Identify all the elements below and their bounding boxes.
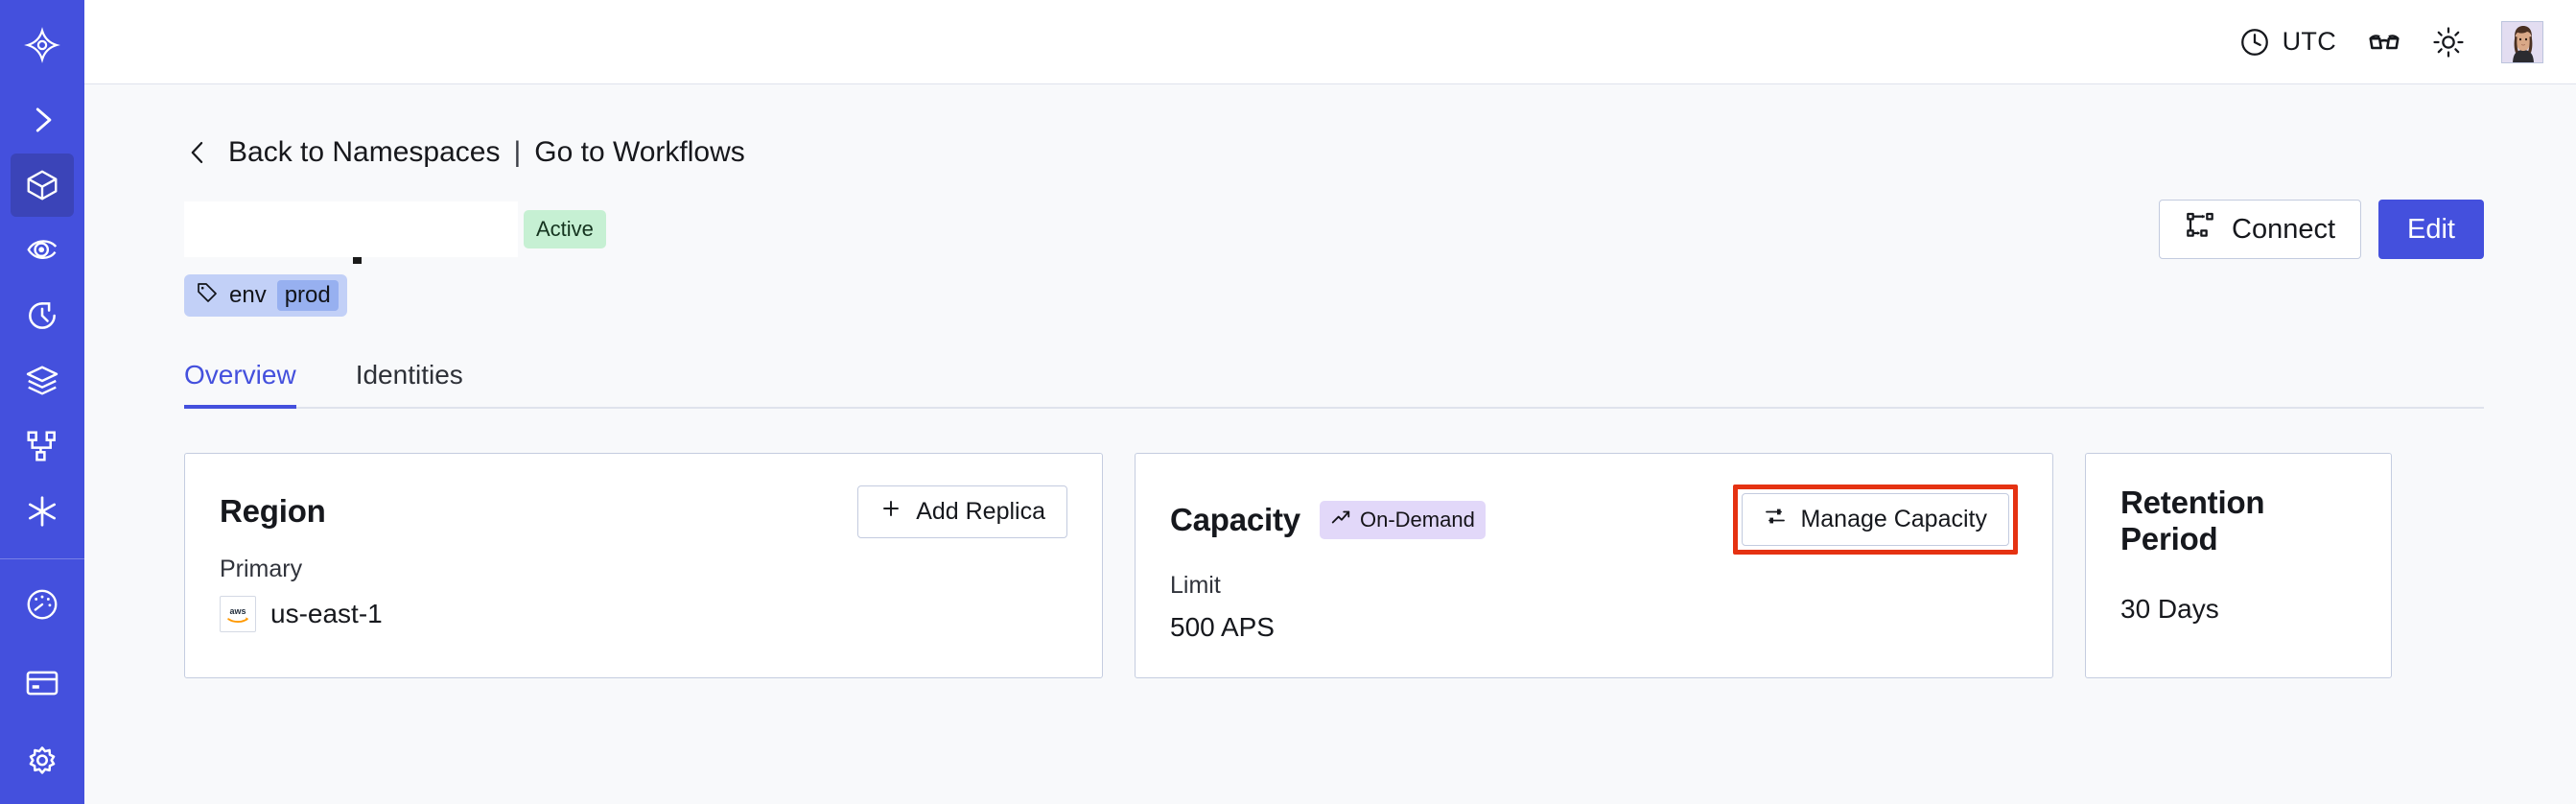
tag-icon bbox=[196, 281, 219, 311]
region-primary-value-row: aws us-east-1 bbox=[220, 596, 1067, 632]
layers-icon bbox=[24, 363, 60, 399]
glasses-icon bbox=[2367, 25, 2401, 59]
sidebar-item-workflows[interactable] bbox=[11, 414, 74, 478]
breadcrumb-separator: | bbox=[513, 136, 522, 168]
sidebar-item-layers[interactable] bbox=[11, 349, 74, 413]
asterisk-icon bbox=[24, 493, 60, 530]
timezone-label: UTC bbox=[2282, 27, 2336, 56]
sliders-icon bbox=[1764, 505, 1787, 534]
manage-capacity-label: Manage Capacity bbox=[1800, 506, 1987, 532]
capacity-mode-badge: On-Demand bbox=[1319, 500, 1486, 539]
sun-icon bbox=[2432, 26, 2465, 59]
aws-logo-icon: aws bbox=[220, 596, 256, 632]
theme-toggle-button[interactable] bbox=[2417, 16, 2480, 68]
sidebar-item-logo[interactable] bbox=[11, 13, 74, 77]
credit-card-icon bbox=[24, 665, 60, 701]
gauge-icon bbox=[24, 586, 60, 623]
clock-icon bbox=[2238, 26, 2271, 59]
connect-button[interactable]: Connect bbox=[2159, 200, 2362, 259]
retention-card-title: Retention Period bbox=[2120, 485, 2265, 556]
sidebar-item-expand[interactable] bbox=[11, 88, 74, 152]
eye-spiral-icon bbox=[24, 232, 60, 269]
top-bar: UTC bbox=[84, 0, 2576, 84]
capacity-limit-label: Limit bbox=[1170, 572, 1221, 599]
gear-icon bbox=[24, 744, 60, 780]
avatar[interactable] bbox=[2501, 20, 2543, 63]
clock-rewind-icon bbox=[24, 297, 60, 334]
manage-capacity-highlight: Manage Capacity bbox=[1733, 485, 2018, 555]
reading-mode-button[interactable] bbox=[2352, 15, 2417, 69]
region-primary-value: us-east-1 bbox=[270, 599, 383, 628]
region-card: Region Add Replica Prima bbox=[184, 453, 1103, 678]
namespace-tag[interactable]: env prod bbox=[184, 274, 347, 317]
overview-cards: Region Add Replica Prima bbox=[184, 453, 2484, 678]
retention-card-header: Retention Period bbox=[2120, 485, 2356, 557]
sidebar-item-namespaces[interactable] bbox=[11, 154, 74, 217]
plus-icon bbox=[879, 497, 902, 527]
tab-bar: Overview Identities bbox=[184, 360, 2484, 409]
add-replica-label: Add Replica bbox=[916, 497, 1045, 525]
breadcrumb-workflows-link[interactable]: Go to Workflows bbox=[534, 136, 745, 168]
edit-button[interactable]: Edit bbox=[2378, 200, 2484, 259]
region-card-header: Region Add Replica bbox=[220, 485, 1067, 538]
region-card-title: Region bbox=[220, 493, 326, 529]
capacity-card: Capacity On-Demand bbox=[1135, 453, 2053, 678]
page-content: Back to Namespaces | Go to Workflows Act… bbox=[84, 84, 2576, 804]
status-badge: Active bbox=[524, 210, 606, 248]
sidebar-item-history[interactable] bbox=[11, 284, 74, 347]
sidebar-divider-1 bbox=[0, 558, 84, 559]
namespace-header: Active bbox=[184, 200, 2484, 264]
retention-card: Retention Period 30 Days bbox=[2085, 453, 2392, 678]
timezone-selector[interactable]: UTC bbox=[2223, 16, 2352, 68]
primary-sidebar bbox=[0, 0, 84, 804]
breadcrumb: Back to Namespaces | Go to Workflows bbox=[184, 136, 2484, 169]
chevron-left-icon[interactable] bbox=[184, 137, 211, 168]
add-replica-button[interactable]: Add Replica bbox=[857, 485, 1067, 538]
connect-button-label: Connect bbox=[2232, 213, 2336, 245]
connect-flow-icon bbox=[2185, 210, 2215, 248]
sidebar-item-settings[interactable] bbox=[11, 730, 74, 793]
retention-value: 30 Days bbox=[2120, 594, 2219, 624]
sidebar-item-integrations[interactable] bbox=[11, 480, 74, 543]
capacity-mode-label: On-Demand bbox=[1359, 507, 1475, 532]
region-primary-label: Primary bbox=[220, 556, 303, 582]
breadcrumb-back-link[interactable]: Back to Namespaces bbox=[228, 136, 501, 168]
chevron-right-icon bbox=[24, 102, 60, 138]
tab-overview[interactable]: Overview bbox=[184, 360, 316, 409]
tag-key: env bbox=[229, 282, 267, 308]
sidebar-item-observability[interactable] bbox=[11, 219, 74, 282]
tag-row: env prod bbox=[184, 274, 2484, 317]
capacity-card-header: Capacity On-Demand bbox=[1170, 485, 2018, 555]
temporal-logo-icon bbox=[24, 27, 60, 63]
tab-identities[interactable]: Identities bbox=[355, 360, 463, 390]
manage-capacity-button[interactable]: Manage Capacity bbox=[1742, 493, 2009, 546]
svg-text:aws: aws bbox=[229, 606, 246, 616]
capacity-card-title: Capacity bbox=[1170, 501, 1300, 537]
cube-icon bbox=[24, 167, 60, 203]
main-area: UTC bbox=[84, 0, 2576, 804]
sidebar-item-billing[interactable] bbox=[11, 651, 74, 715]
sidebar-item-usage[interactable] bbox=[11, 573, 74, 636]
page-title bbox=[184, 201, 518, 264]
nodes-graph-icon bbox=[24, 428, 60, 464]
tag-value: prod bbox=[276, 280, 339, 311]
trend-up-icon bbox=[1330, 507, 1351, 533]
capacity-limit-value: 500 APS bbox=[1170, 612, 1275, 642]
